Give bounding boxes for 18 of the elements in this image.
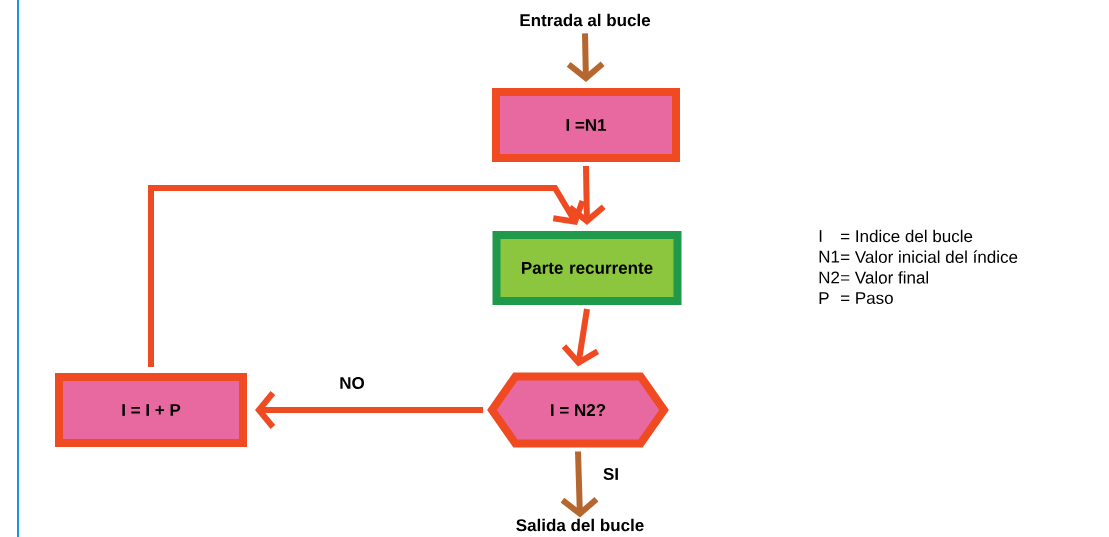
legend-text: = Valor inicial del índice [841,250,1018,264]
legend-text: = Valor final [841,271,928,284]
arrow [148,185,586,367]
terminal-label: Salida del bucle [516,518,644,532]
edge-label: NO [340,376,365,389]
legend-text: I [819,230,822,242]
legend-text: = Indice del bucle [841,229,973,243]
legend-text: = Paso [841,292,893,305]
process-box: I = I + P [55,373,247,447]
edge-label: SI [603,467,618,480]
arrow [255,391,484,429]
legend-text: N2 [819,271,840,284]
legend-text: P [819,292,829,304]
process-box: I =N1 [492,88,680,162]
decision-hexagon: I = N2? [487,372,669,448]
legend-text: N1 [819,250,840,263]
terminal-label: Entrada al bucle [520,13,651,27]
process-box: Parte recurrente [492,231,682,305]
